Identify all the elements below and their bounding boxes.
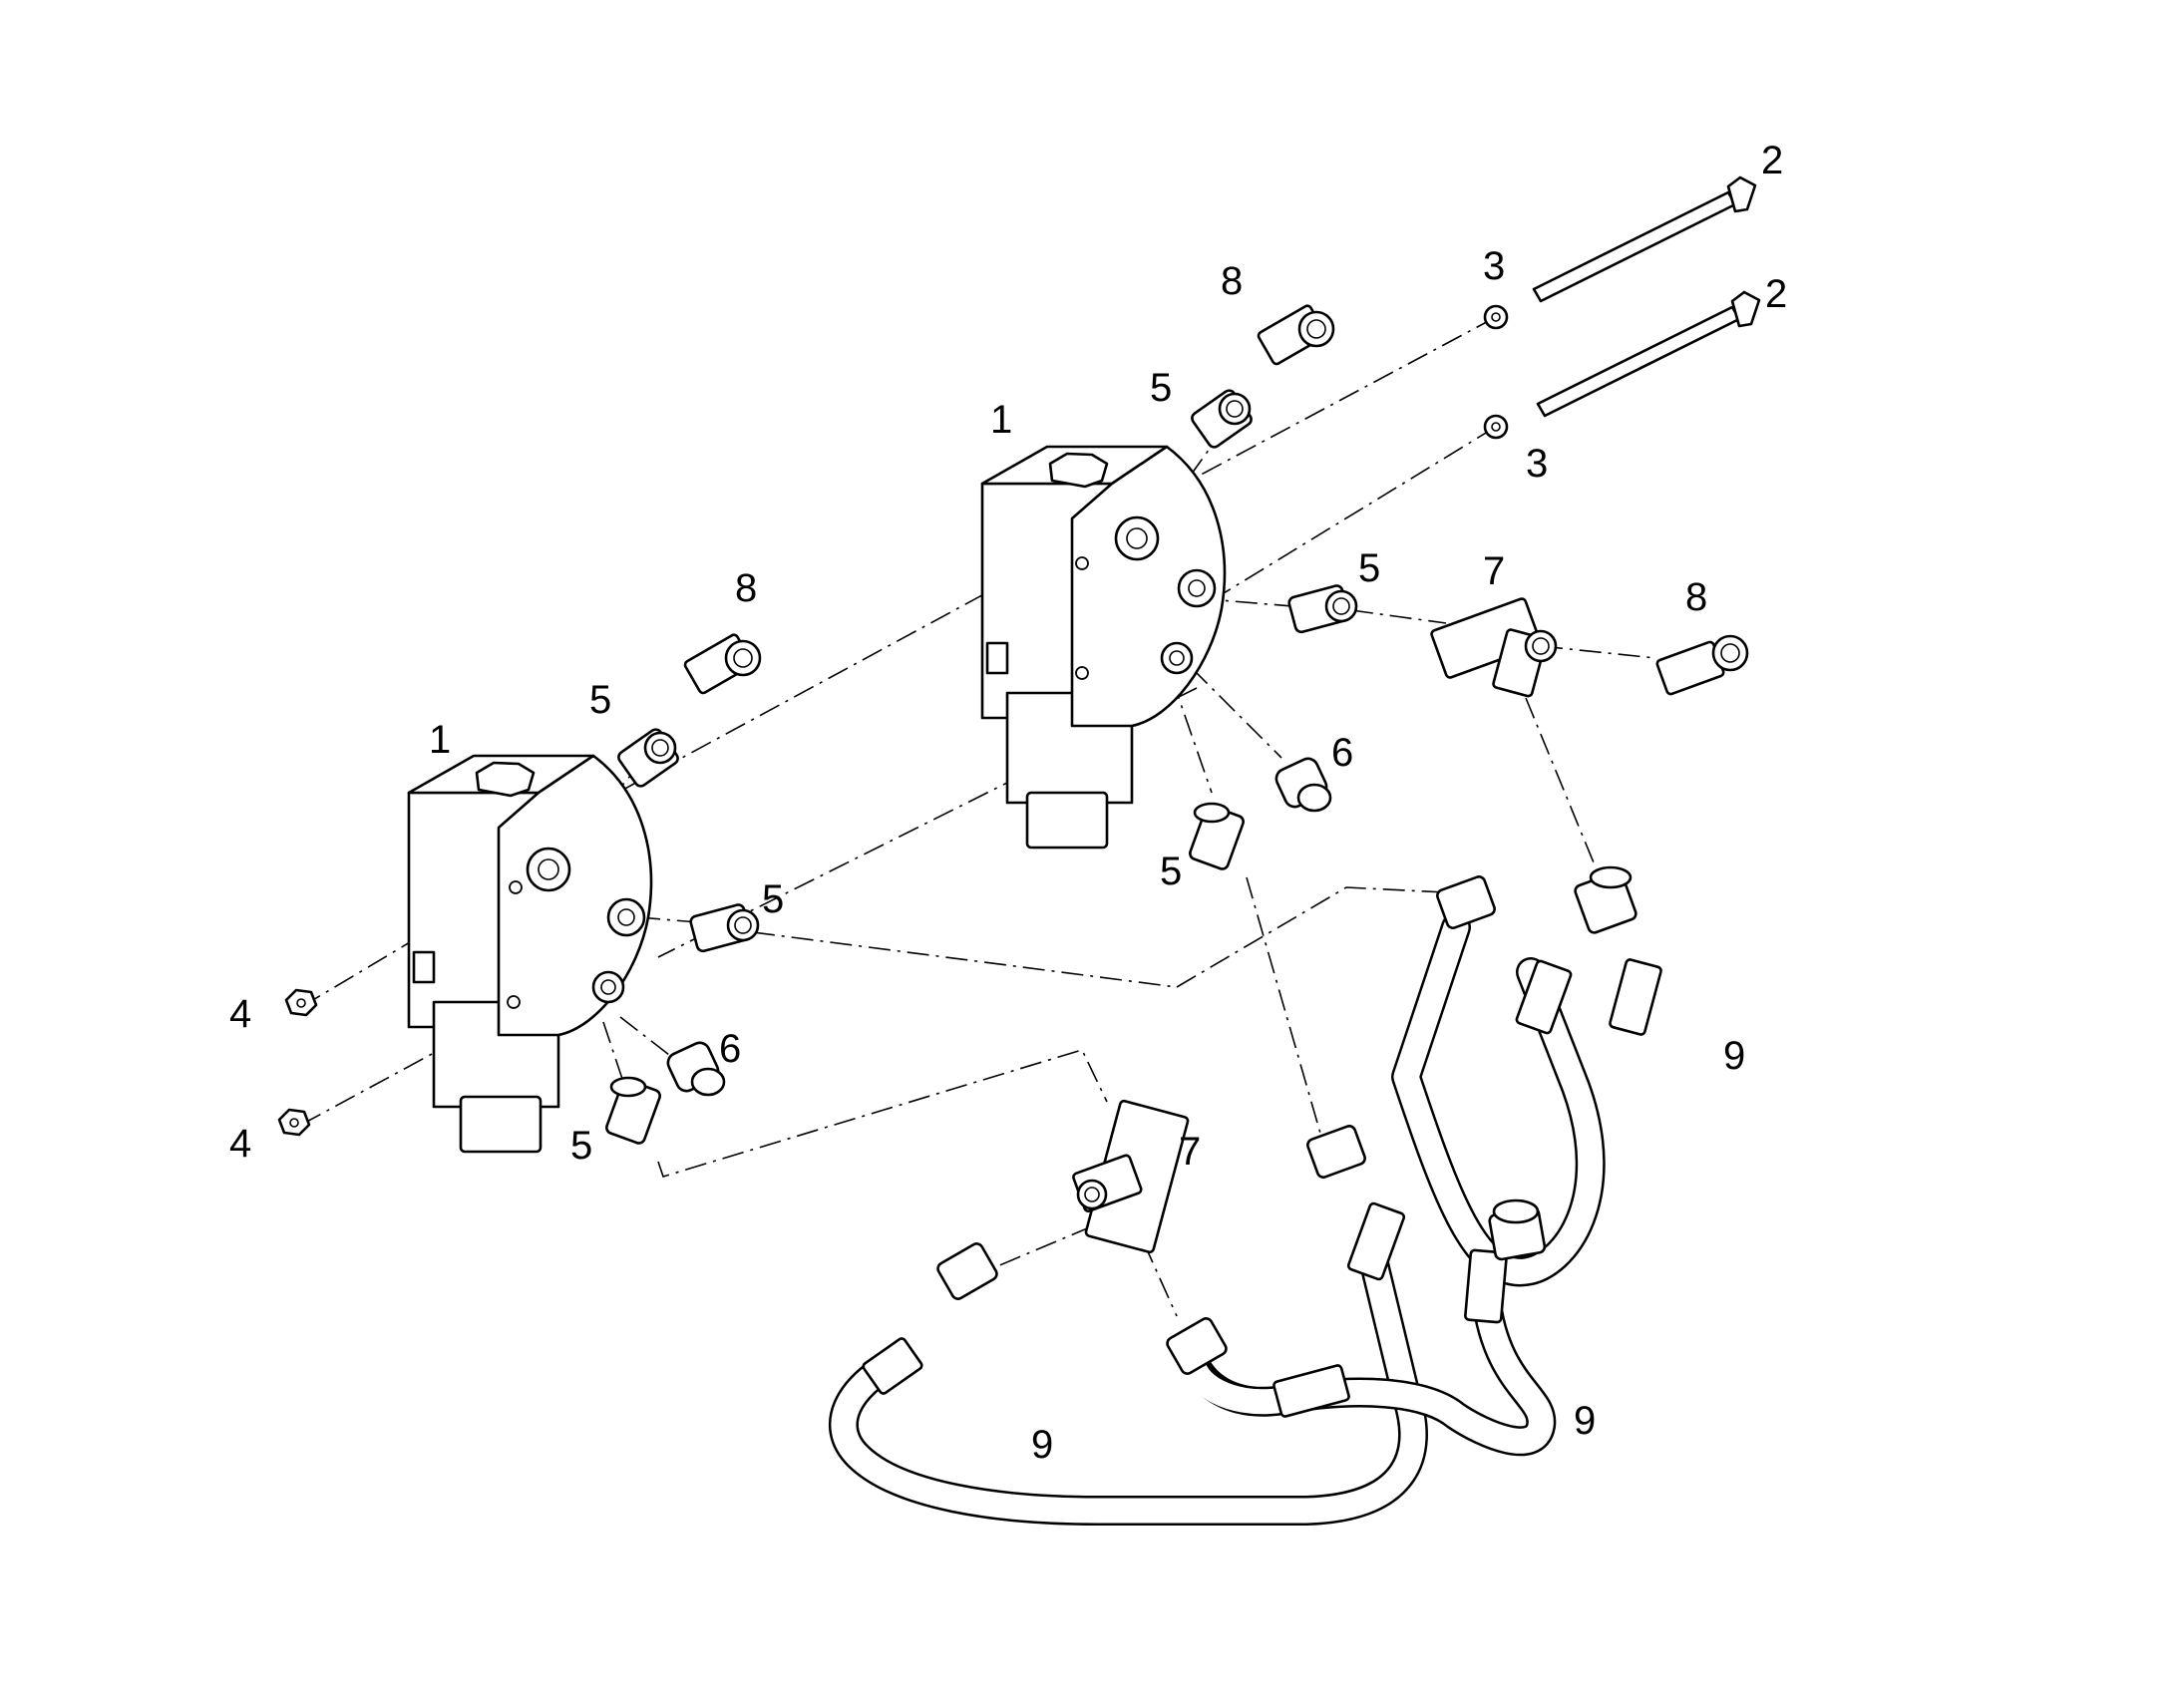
callout-8-valve2: 8 — [1221, 259, 1243, 303]
bolt-lower — [1536, 290, 1761, 418]
callout-labels: 1 1 2 2 3 3 4 4 5 5 5 5 5 5 6 6 7 7 8 8 … — [229, 139, 1787, 1467]
hose-swivel-nuts — [936, 865, 1637, 1375]
callout-9-right: 9 — [1723, 1034, 1745, 1078]
callout-7-lower: 7 — [1179, 1130, 1201, 1174]
plugs — [666, 757, 1332, 1097]
hose-sleeves — [862, 958, 1662, 1418]
callout-3-lower: 3 — [1526, 442, 1548, 486]
callout-5-valve2-side: 5 — [1358, 546, 1380, 590]
callout-2-upper: 2 — [1761, 139, 1783, 182]
callout-5-valve1-side: 5 — [762, 877, 784, 921]
valve-block-2 — [980, 445, 1227, 850]
callout-8-right: 8 — [1685, 575, 1707, 619]
callout-2-lower: 2 — [1765, 272, 1787, 316]
straight-fittings — [605, 389, 1358, 1145]
callout-8-valve1: 8 — [735, 566, 757, 610]
callout-7-upper: 7 — [1483, 549, 1505, 593]
elbow-fittings — [683, 304, 1749, 696]
bolt-upper — [1532, 175, 1757, 303]
callout-9-bottom-right: 9 — [1574, 1399, 1596, 1443]
washers — [1483, 304, 1509, 440]
callout-3-upper: 3 — [1483, 244, 1505, 288]
callout-6-left: 6 — [719, 1027, 741, 1071]
callout-9-bottom-left: 9 — [1031, 1423, 1053, 1467]
callout-1-right: 1 — [990, 398, 1012, 442]
callout-5-valve2-top: 5 — [1150, 366, 1172, 410]
callout-5-valve2-bottom: 5 — [1160, 850, 1182, 893]
callout-5-valve1-bottom: 5 — [570, 1124, 592, 1168]
callout-4-upper: 4 — [229, 992, 251, 1036]
hoses — [828, 912, 1606, 1526]
callout-6-right: 6 — [1331, 731, 1353, 775]
valve-block-1 — [407, 754, 653, 1154]
callout-5-valve1-top: 5 — [589, 678, 611, 722]
callout-4-lower: 4 — [229, 1122, 251, 1166]
nuts — [277, 988, 318, 1137]
tee-fittings — [1072, 597, 1558, 1254]
callout-1-left: 1 — [429, 718, 451, 762]
